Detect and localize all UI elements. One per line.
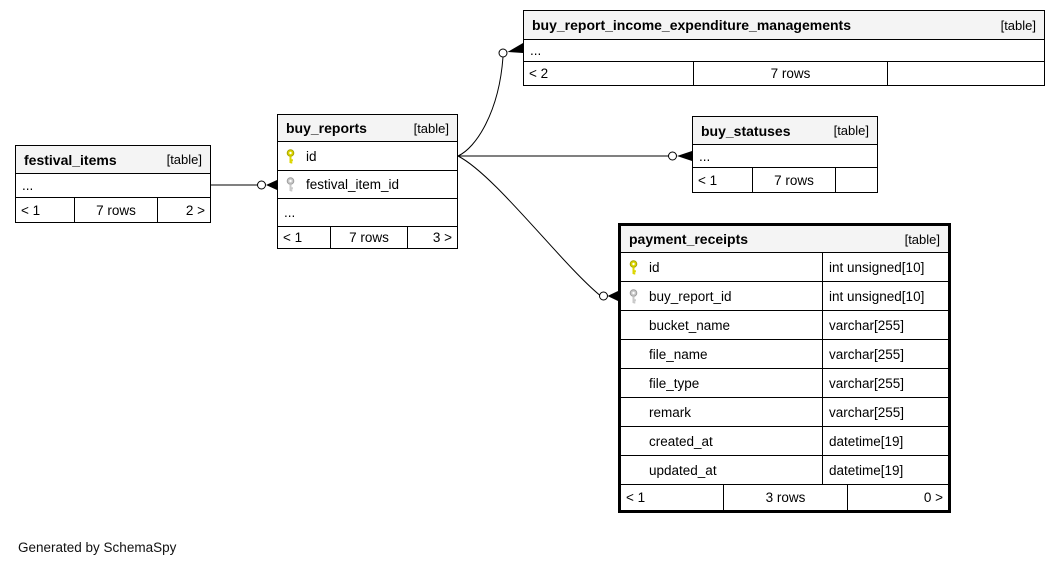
column-name: file_type xyxy=(649,375,700,391)
row-count: 7 rows xyxy=(752,168,835,192)
hidden-columns-row: ... xyxy=(278,199,457,227)
related-right-count: 0 > xyxy=(847,485,948,510)
foreign-key-icon xyxy=(628,288,643,304)
column-name: updated_at xyxy=(649,462,717,478)
table-header-buy-report-income-expenditure-managements[interactable]: buy_report_income_expenditure_management… xyxy=(524,11,1044,40)
table-footer: < 2 7 rows xyxy=(524,62,1044,85)
related-left-count: < 1 xyxy=(283,230,303,245)
related-left-count: < 1 xyxy=(626,490,646,505)
column-row: festival_item_id xyxy=(278,171,457,199)
related-right-count: 3 > xyxy=(407,227,457,248)
column-type: int unsigned[10] xyxy=(822,282,948,310)
arrowhead xyxy=(607,291,618,301)
cardinality-circle xyxy=(257,180,266,190)
hidden-columns-row: ... xyxy=(524,40,1044,62)
column-row: bucket_name varchar[255] xyxy=(621,311,948,340)
table-buy-statuses: buy_statuses [table] ... < 1 7 rows xyxy=(692,116,878,193)
table-buy-reports: buy_reports [table] id festival_item_id … xyxy=(277,114,458,249)
cardinality-circle xyxy=(498,48,508,58)
column-row: buy_report_id int unsigned[10] xyxy=(621,282,948,311)
table-header-payment-receipts[interactable]: payment_receipts [table] xyxy=(621,226,948,253)
column-row: id int unsigned[10] xyxy=(621,253,948,282)
table-buy-report-income-expenditure-managements: buy_report_income_expenditure_management… xyxy=(523,10,1045,86)
arrowhead xyxy=(507,43,523,53)
column-name: id xyxy=(649,259,660,275)
column-type: datetime[19] xyxy=(822,456,948,484)
table-payment-receipts: payment_receipts [table] id int unsigned… xyxy=(618,223,951,513)
row-count: 7 rows xyxy=(74,198,157,222)
column-row: file_name varchar[255] xyxy=(621,340,948,369)
column-type: varchar[255] xyxy=(822,311,948,339)
column-name: buy_report_id xyxy=(649,288,732,304)
related-left-count: < 1 xyxy=(21,202,41,218)
related-left-count: < 2 xyxy=(529,66,549,81)
cardinality-circle xyxy=(668,151,677,161)
column-name: created_at xyxy=(649,433,713,449)
column-name: bucket_name xyxy=(649,317,731,333)
column-row: updated_at datetime[19] xyxy=(621,456,948,485)
relationship-line xyxy=(457,56,504,157)
primary-key-icon xyxy=(285,148,300,164)
row-count: 7 rows xyxy=(330,227,407,248)
table-header-buy-statuses[interactable]: buy_statuses [table] xyxy=(693,117,877,145)
table-name[interactable]: buy_report_income_expenditure_management… xyxy=(532,17,851,33)
column-type: varchar[255] xyxy=(822,398,948,426)
column-name: file_name xyxy=(649,346,708,362)
table-footer: < 1 3 rows 0 > xyxy=(621,485,948,510)
table-badge: [table] xyxy=(833,123,869,138)
related-right-count: 2 > xyxy=(157,198,210,222)
column-name: id xyxy=(306,148,317,164)
column-row: id xyxy=(278,142,457,171)
arrowhead xyxy=(677,151,692,161)
column-type: datetime[19] xyxy=(822,427,948,455)
table-name[interactable]: payment_receipts xyxy=(629,231,749,247)
related-left-count: < 1 xyxy=(698,172,718,188)
table-header-festival-items[interactable]: festival_items [table] xyxy=(16,146,210,174)
related-right-count xyxy=(887,62,1044,85)
table-festival-items: festival_items [table] ... < 1 7 rows 2 … xyxy=(15,145,211,223)
relationship-line xyxy=(457,155,600,296)
primary-key-icon xyxy=(628,259,643,275)
generator-note: Generated by SchemaSpy xyxy=(18,540,177,555)
hidden-columns-row: ... xyxy=(693,145,877,168)
cardinality-circle xyxy=(599,291,608,301)
foreign-key-icon xyxy=(285,177,300,192)
hidden-columns-row: ... xyxy=(16,174,210,198)
table-name[interactable]: buy_statuses xyxy=(701,122,791,139)
row-count: 3 rows xyxy=(723,485,847,510)
table-badge: [table] xyxy=(1000,17,1036,33)
column-type: int unsigned[10] xyxy=(822,253,948,281)
column-row: file_type varchar[255] xyxy=(621,369,948,398)
column-type: varchar[255] xyxy=(822,340,948,368)
row-count: 7 rows xyxy=(693,62,887,85)
column-type: varchar[255] xyxy=(822,369,948,397)
table-badge: [table] xyxy=(413,120,449,136)
column-name: remark xyxy=(649,404,692,420)
table-footer: < 1 7 rows 2 > xyxy=(16,198,210,222)
related-right-count xyxy=(835,168,877,192)
table-badge: [table] xyxy=(166,152,202,167)
arrowhead xyxy=(266,180,277,190)
table-badge: [table] xyxy=(904,231,940,247)
column-row: created_at datetime[19] xyxy=(621,427,948,456)
table-name[interactable]: buy_reports xyxy=(286,120,367,136)
table-footer: < 1 7 rows 3 > xyxy=(278,227,457,248)
table-footer: < 1 7 rows xyxy=(693,168,877,192)
column-name: festival_item_id xyxy=(306,177,400,192)
table-name[interactable]: festival_items xyxy=(24,151,117,168)
column-row: remark varchar[255] xyxy=(621,398,948,427)
table-header-buy-reports[interactable]: buy_reports [table] xyxy=(278,115,457,142)
